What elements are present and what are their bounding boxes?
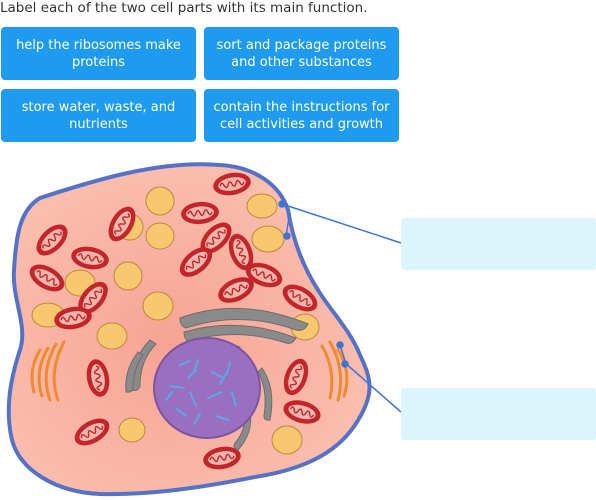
vacuoles <box>31 186 320 455</box>
pointer-lines <box>278 200 402 413</box>
nucleus <box>153 337 261 439</box>
animal-cell-diagram <box>6 162 402 497</box>
instruction-text: Label each of the two cell parts with it… <box>0 0 368 16</box>
endoplasmic-reticulum <box>30 340 349 402</box>
drop-zone-upper[interactable] <box>401 218 596 270</box>
drop-zone-lower[interactable] <box>401 388 596 440</box>
